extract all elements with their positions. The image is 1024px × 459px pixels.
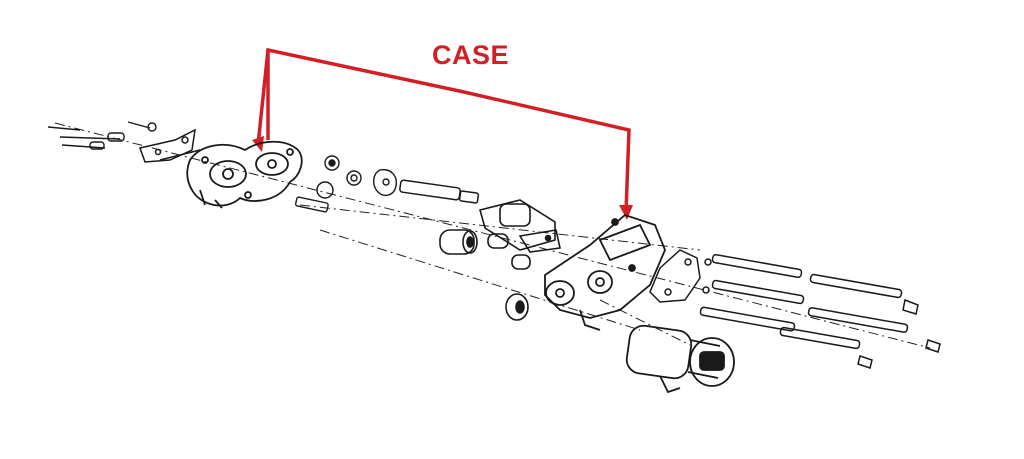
case-callout-label: CASE bbox=[432, 40, 510, 70]
center-gears bbox=[294, 155, 397, 213]
upper-shaft bbox=[399, 179, 480, 204]
case-right-half bbox=[544, 213, 666, 331]
right-shafts bbox=[699, 253, 941, 369]
assembly-axis-lines bbox=[54, 122, 931, 349]
left-bracket bbox=[139, 128, 201, 163]
case-callout-bracket bbox=[252, 47, 633, 220]
case-left-half bbox=[186, 140, 303, 209]
bushing-parts bbox=[439, 229, 531, 321]
right-arrowhead bbox=[619, 205, 633, 220]
callout-bracket-path bbox=[256, 47, 631, 213]
drive-motor bbox=[625, 324, 735, 394]
right-bracket bbox=[649, 249, 701, 303]
left-shafts bbox=[47, 121, 157, 150]
motor-mount-assembly bbox=[479, 199, 561, 253]
